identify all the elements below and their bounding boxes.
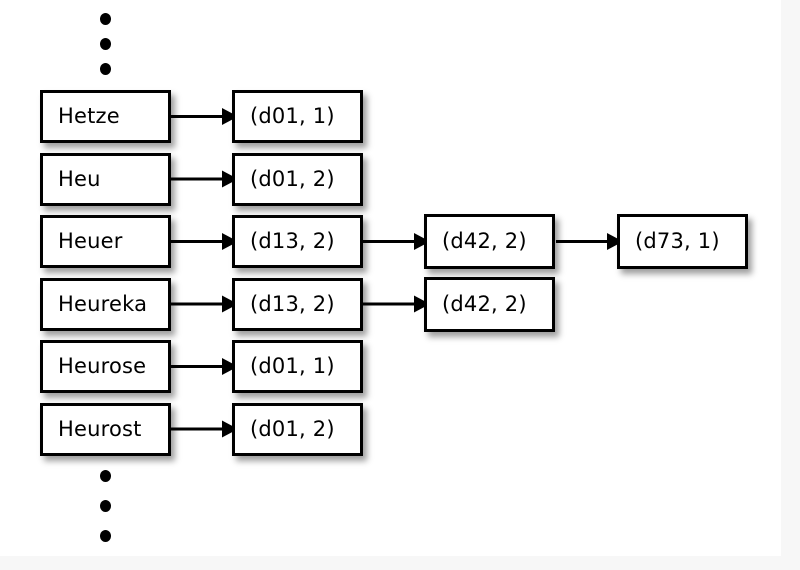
ellipsis-bottom-dot-3 [100, 530, 111, 542]
edge-heurost-to-p1-5 [171, 420, 238, 438]
dictionary-term-heurost[interactable]: Heurost [40, 402, 171, 456]
dictionary-term-heu[interactable]: Heu [40, 152, 171, 206]
posting-node-p1-5[interactable]: (d01, 2) [232, 402, 363, 456]
posting-node-p1-3[interactable]: (d13, 2) [232, 277, 363, 331]
posting-node-p1-4[interactable]: (d01, 1) [232, 340, 363, 393]
dictionary-term-heurose[interactable]: Heurose [40, 340, 171, 393]
posting-node-p1-1[interactable]: (d01, 2) [232, 152, 363, 206]
dictionary-term-hetze[interactable]: Hetze [40, 90, 171, 143]
edge-p1-3-to-p2-1 [363, 295, 430, 313]
dictionary-term-heuer[interactable]: Heuer [40, 215, 171, 268]
ellipsis-top-dot-1 [100, 13, 111, 25]
posting-node-p3-0[interactable]: (d73, 1) [617, 214, 748, 269]
ellipsis-bottom-dot-2 [100, 500, 111, 512]
edge-heuer-to-p1-2 [171, 233, 238, 250]
edge-p2-0-to-p3-0 [556, 233, 623, 250]
posting-node-p2-1[interactable]: (d42, 2) [424, 277, 555, 332]
edge-heu-to-p1-1 [171, 170, 238, 188]
edge-p1-2-to-p2-0 [363, 233, 430, 250]
edge-heurose-to-p1-4 [171, 358, 238, 375]
edge-heureka-to-p1-3 [171, 295, 238, 313]
posting-node-p1-2[interactable]: (d13, 2) [232, 215, 363, 268]
ellipsis-bottom-dot-1 [100, 470, 111, 482]
ellipsis-top-dot-2 [100, 38, 111, 50]
edge-hetze-to-p1-0 [171, 108, 238, 125]
ellipsis-top-dot-3 [100, 63, 111, 75]
posting-node-p1-0[interactable]: (d01, 1) [232, 90, 363, 143]
dictionary-term-heureka[interactable]: Heureka [40, 277, 171, 331]
posting-node-p2-0[interactable]: (d42, 2) [424, 214, 555, 269]
